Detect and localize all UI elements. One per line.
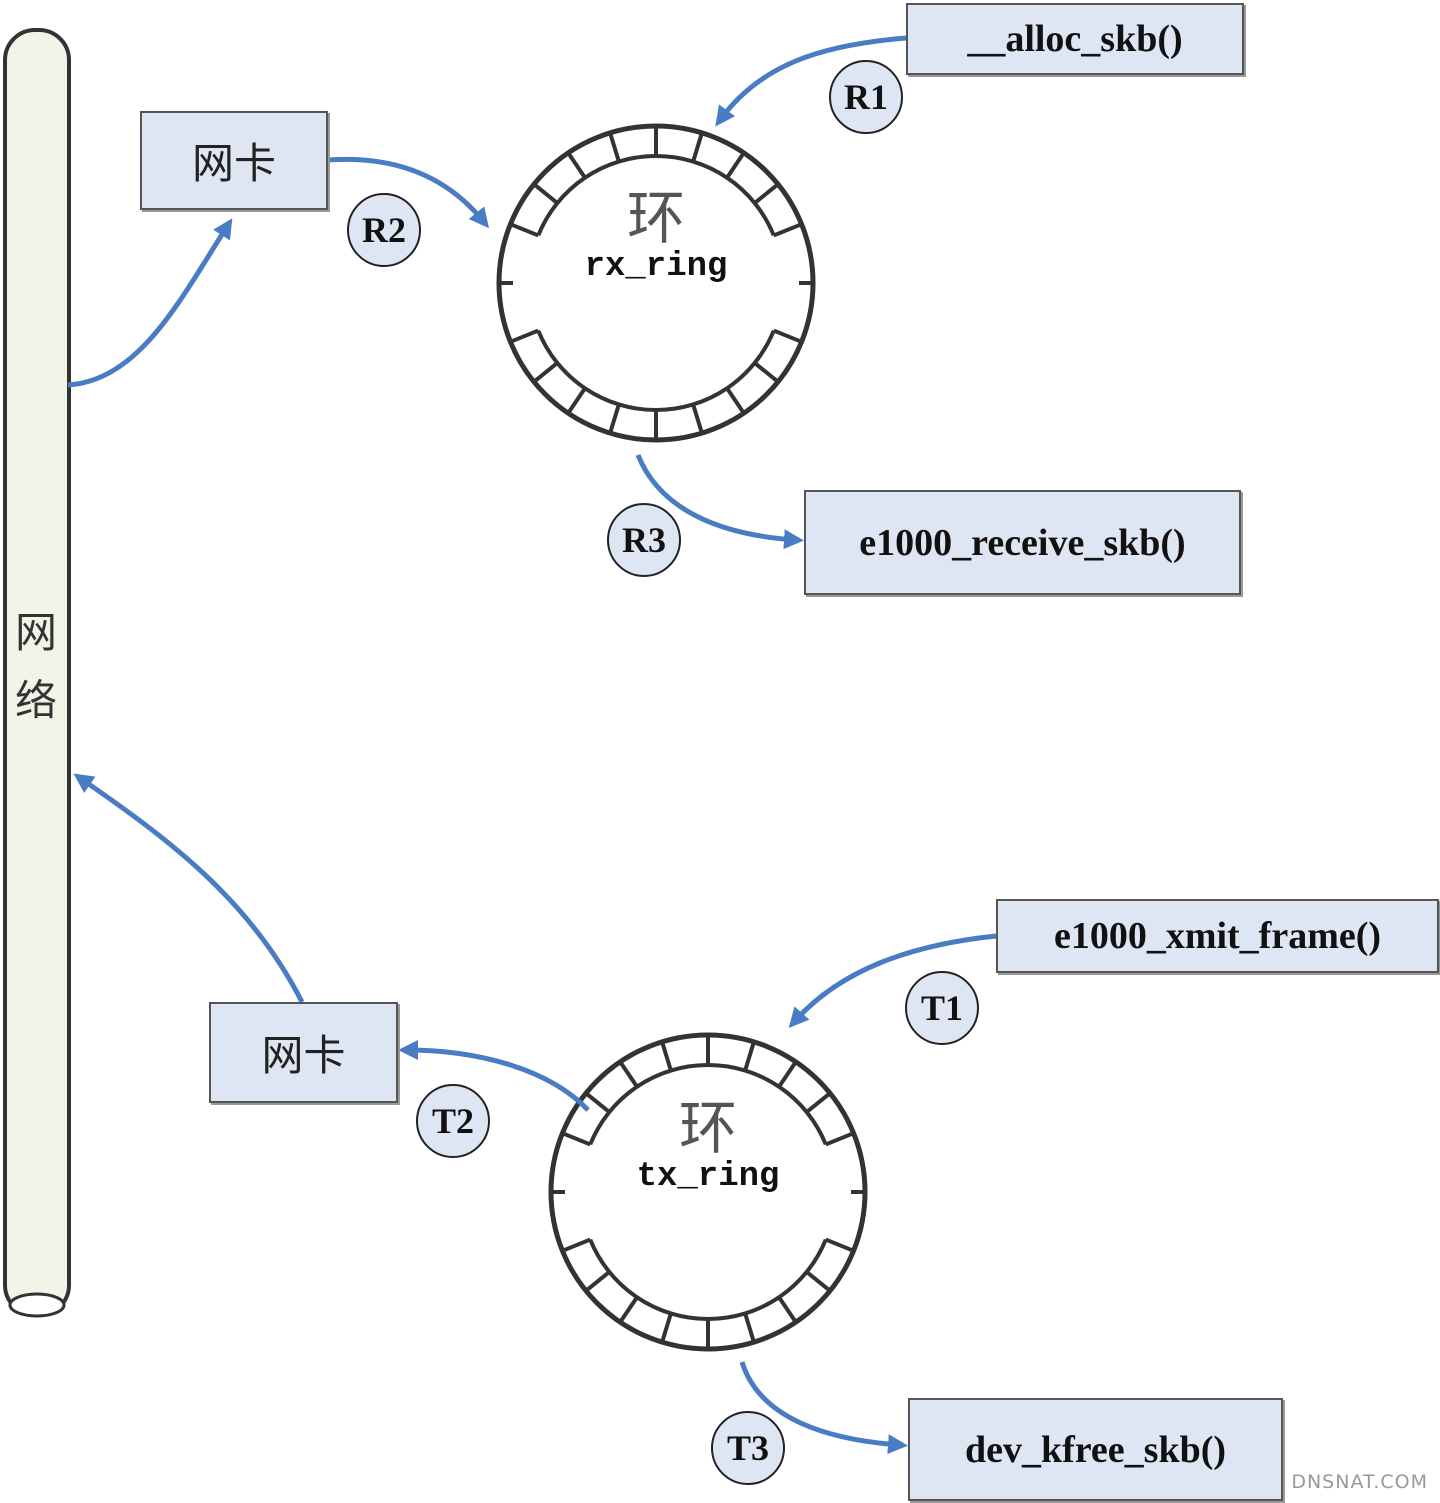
rx-ring-slot-divider (691, 132, 704, 163)
tx-ring-slot-divider (584, 1091, 611, 1114)
rx-ring-slot-divider (532, 361, 559, 384)
rx-ring-slot-divider (509, 328, 539, 344)
network-pipe (3, 28, 71, 1318)
arrow-xmit-to-tx-ring (788, 933, 997, 1028)
step-r2-badge: R2 (347, 193, 421, 267)
tx-ring-slot-divider (660, 1041, 673, 1072)
arrow-tx-ring-to-tx-nic (398, 1040, 590, 1112)
rx-ring-slot-divider (725, 151, 746, 179)
step-t3-badge: T3 (711, 1411, 785, 1485)
tx-ring-slot-divider (805, 1091, 832, 1114)
rx-ring-slot-divider (509, 222, 539, 238)
arrow-tx-ring-to-free (739, 1361, 908, 1455)
watermark: DNSNAT.COM (1291, 1471, 1428, 1493)
receive-skb-box: e1000_receive_skb() (804, 490, 1241, 595)
step-r3-badge: R3 (607, 503, 681, 577)
network-label-1: 网 (14, 608, 57, 657)
tx-ring-inner-arc-bottom (588, 1063, 828, 1146)
rx-ring-slot-divider (566, 151, 587, 179)
tx-ring-slot-divider (825, 1237, 855, 1253)
tx-nic-box: 网卡 (209, 1002, 398, 1103)
alloc-skb-box: __alloc_skb() (906, 3, 1244, 75)
tx-ring-slot-divider (660, 1312, 673, 1343)
tx-ring-slot-divider (777, 1060, 798, 1088)
rx-ring-slot-divider (753, 182, 780, 205)
network-label-2: 络 (14, 676, 57, 725)
tx-ring-slot-divider (743, 1041, 756, 1072)
tx-ring-slot-divider (561, 1131, 591, 1147)
tx-ring-slot-divider (777, 1296, 798, 1324)
tx-ring-inner-arc-top (588, 1238, 828, 1321)
tx-ring-slot-divider (584, 1270, 611, 1293)
rx-ring-slot-divider (753, 361, 780, 384)
rx-ring-slot-divider (773, 222, 803, 238)
tx-ring-slot-divider (561, 1237, 591, 1253)
tx-ring-label: 环 tx_ring (588, 1098, 828, 1196)
rx-ring-slot-divider (773, 328, 803, 344)
arrow-tx-nic-to-network (73, 773, 305, 1004)
tx-ring-slot-divider (618, 1060, 639, 1088)
tx-ring-cn: 环 (678, 1094, 737, 1162)
rx-ring-cn: 环 (626, 184, 685, 252)
tx-ring-slot-divider (618, 1296, 639, 1324)
rx-ring-inner-arc-bottom (536, 154, 776, 237)
rx-nic-box: 网卡 (140, 111, 328, 210)
arrow-rx-ring-to-receive (635, 454, 804, 550)
kfree-skb-box: dev_kfree_skb() (908, 1398, 1283, 1501)
rx-ring-slot-divider (691, 403, 704, 434)
tx-ring-slot-divider (743, 1312, 756, 1343)
tx-ring-slot-divider (805, 1270, 832, 1293)
arrow-alloc-to-rx-ring (715, 35, 907, 127)
arrow-rx-nic-to-rx-ring (327, 156, 490, 229)
rx-ring-slot-divider (725, 387, 746, 415)
rx-ring-slot-divider (532, 182, 559, 205)
step-t2-badge: T2 (416, 1084, 490, 1158)
xmit-frame-box: e1000_xmit_frame() (996, 899, 1439, 973)
rx-ring-label: 环 rx_ring (536, 188, 776, 286)
tx-ring-name: tx_ring (636, 1158, 780, 1196)
step-r1-badge: R1 (829, 60, 903, 134)
tx-ring-slot-divider (825, 1131, 855, 1147)
step-t1-badge: T1 (905, 971, 979, 1045)
rx-ring-slot-divider (608, 403, 621, 434)
rx-ring-name: rx_ring (584, 248, 728, 286)
arrow-network-to-rx-nic (67, 218, 233, 388)
rx-ring-slot-divider (566, 387, 587, 415)
rx-ring-slot-divider (608, 132, 621, 163)
rx-ring-inner-arc-top (536, 329, 776, 412)
